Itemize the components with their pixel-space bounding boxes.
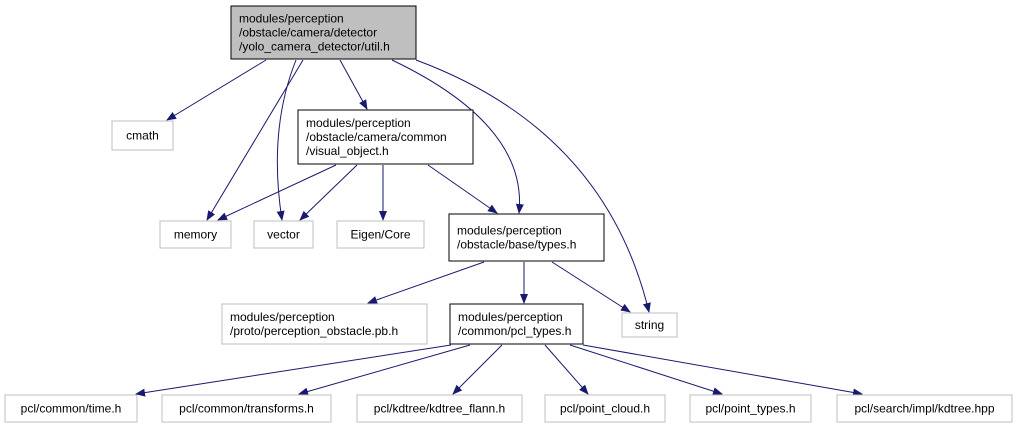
edge-pcl_types_h-to-pcl_time — [135, 344, 452, 397]
node-box — [221, 303, 428, 345]
edge-pcl_types_h-to-pcl_kdtree_flann — [452, 344, 503, 395]
node-box — [449, 303, 584, 345]
node-label-line: modules/perception — [458, 310, 563, 324]
nodes: modules/perception/obstacle/camera/detec… — [4, 5, 1013, 423]
node-label-line: memory — [174, 228, 217, 242]
edge-util_h-to-memory — [206, 59, 304, 221]
node-box — [336, 220, 425, 249]
node-visual_object_h[interactable]: modules/perception/obstacle/camera/commo… — [297, 109, 474, 165]
node-pcl_search_kdtree: pcl/search/impl/kdtree.hpp — [836, 394, 1013, 423]
node-types_h[interactable]: modules/perception/obstacle/base/types.h — [448, 213, 605, 262]
node-box — [544, 394, 666, 423]
edge-util_h-to-types_h — [391, 59, 524, 214]
node-string: string — [621, 312, 678, 338]
node-box — [4, 394, 138, 423]
node-label-line: pcl/point_cloud.h — [560, 402, 650, 416]
node-label-line: pcl/search/impl/kdtree.hpp — [854, 402, 994, 416]
node-box — [230, 5, 417, 60]
edge-types_h-to-string — [551, 261, 631, 313]
node-box — [621, 312, 678, 338]
node-label-line: /proto/perception_obstacle.pb.h — [230, 324, 398, 338]
node-util_h[interactable]: modules/perception/obstacle/camera/detec… — [230, 5, 417, 60]
edge-pcl_types_h-to-pcl_point_cloud — [544, 344, 589, 395]
node-cmath: cmath — [111, 120, 174, 151]
node-label-line: /yolo_camera_detector/util.h — [239, 40, 390, 54]
edges — [135, 59, 863, 397]
node-box — [356, 394, 523, 423]
edge-visual_object_h-to-vector — [299, 164, 358, 221]
node-pcl_point_types: pcl/point_types.h — [689, 394, 812, 423]
node-label-line: pcl/common/transforms.h — [179, 402, 314, 416]
node-vector: vector — [253, 220, 314, 249]
node-box — [159, 220, 232, 249]
node-box — [448, 213, 605, 262]
node-pcl_point_cloud: pcl/point_cloud.h — [544, 394, 666, 423]
node-label-line: pcl/point_types.h — [705, 402, 795, 416]
node-pcl_transforms: pcl/common/transforms.h — [161, 394, 332, 423]
node-eigen_core: Eigen/Core — [336, 220, 425, 249]
edge-visual_object_h-to-memory — [217, 164, 337, 221]
edge-pcl_types_h-to-pcl_point_types — [569, 344, 723, 396]
node-perception_obstacle_pb: modules/perception/proto/perception_obst… — [221, 303, 428, 345]
node-label-line: modules/perception — [230, 310, 335, 324]
node-label-line: modules/perception — [457, 224, 562, 238]
node-label-line: /obstacle/camera/common — [306, 130, 447, 144]
node-label-line: /visual_object.h — [306, 144, 389, 158]
node-box — [836, 394, 1013, 423]
node-label-line: modules/perception — [239, 12, 344, 26]
node-label-line: /obstacle/base/types.h — [457, 238, 576, 252]
node-box — [111, 120, 174, 151]
edge-pcl_types_h-to-pcl_transforms — [298, 344, 471, 396]
node-box — [297, 109, 474, 165]
node-label-line: vector — [267, 228, 300, 242]
edge-types_h-to-perception_obstacle_pb — [367, 261, 485, 304]
node-pcl_time: pcl/common/time.h — [4, 394, 138, 423]
edge-util_h-to-visual_object_h — [339, 59, 368, 110]
node-box — [689, 394, 812, 423]
node-label-line: pcl/kdtree/kdtree_flann.h — [374, 402, 505, 416]
node-label-line: pcl/common/time.h — [21, 402, 122, 416]
node-label-line: cmath — [126, 129, 159, 143]
edge-util_h-to-vector — [276, 59, 297, 221]
node-pcl_kdtree_flann: pcl/kdtree/kdtree_flann.h — [356, 394, 523, 423]
node-label-line: /common/pcl_types.h — [458, 324, 571, 338]
edge-visual_object_h-to-types_h — [427, 164, 498, 214]
node-label-line: /obstacle/camera/detector — [239, 26, 377, 40]
node-box — [161, 394, 332, 423]
edge-util_h-to-cmath — [166, 59, 267, 121]
edge-util_h-to-string — [415, 59, 651, 313]
node-memory: memory — [159, 220, 232, 249]
edge-pcl_types_h-to-pcl_search_kdtree — [582, 344, 863, 397]
node-box — [253, 220, 314, 249]
node-label-line: string — [635, 318, 664, 332]
node-pcl_types_h[interactable]: modules/perception/common/pcl_types.h — [449, 303, 584, 345]
node-label-line: modules/perception — [306, 116, 411, 130]
node-label-line: Eigen/Core — [350, 228, 410, 242]
